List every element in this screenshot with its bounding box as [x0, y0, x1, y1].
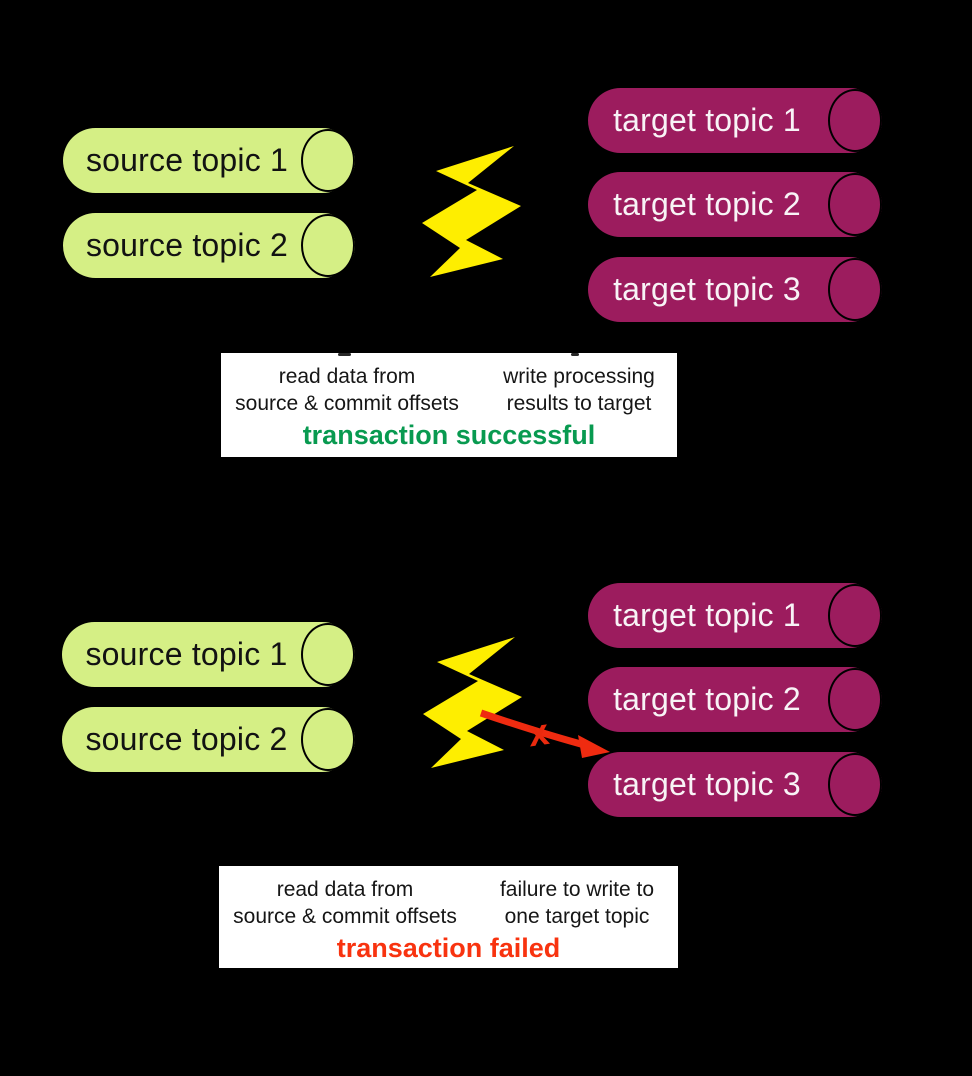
bottom-status-text: transaction failed: [336, 933, 561, 963]
arrow-shaft: [479, 709, 589, 750]
bottom-annotation-box: read data from source & commit offsets f…: [219, 866, 678, 968]
lightning-bolt-icon: [423, 637, 522, 768]
target-topic-3-label: target topic 3: [613, 766, 801, 802]
top-target-topic-1-cylinder: target topic 1: [588, 88, 882, 153]
source-topic-1-label: source topic 1: [85, 636, 288, 672]
target-topic-2-label: target topic 2: [613, 186, 801, 222]
top-note-read: read data from source & commit offsets: [235, 365, 459, 415]
stray-descender-mark: [338, 353, 351, 356]
bottom-target-topic-1-cylinder: target topic 1: [588, 583, 882, 648]
cylinder-end-cap-icon: [301, 623, 355, 686]
source-topic-1-label: source topic 1: [85, 142, 289, 178]
top-annotation-box: read data from source & commit offsets w…: [221, 353, 677, 457]
bottom-source-topic-1-cylinder: source topic 1: [62, 622, 355, 687]
cylinder-end-cap-icon: [828, 173, 882, 236]
target-topic-3-label: target topic 3: [613, 271, 801, 307]
top-target-topic-2-cylinder: target topic 2: [588, 172, 882, 237]
cylinder-end-cap-icon: [301, 214, 355, 277]
top-target-topic-3-cylinder: target topic 3: [588, 257, 882, 322]
cylinder-end-cap-icon: [301, 708, 355, 771]
cylinder-end-cap-icon: [828, 668, 882, 731]
bottom-target-topic-2-cylinder: target topic 2: [588, 667, 882, 732]
lightning-bolt-icon: [422, 146, 521, 277]
source-topic-2-label: source topic 2: [85, 227, 289, 263]
cylinder-end-cap-icon: [828, 753, 882, 816]
top-status-text: transaction successful: [302, 420, 596, 450]
source-topic-2-label: source topic 2: [85, 721, 288, 757]
cylinder-end-cap-icon: [828, 258, 882, 321]
stray-descender-mark: [571, 353, 579, 356]
failure-x-mark: x: [525, 711, 552, 755]
target-topic-1-label: target topic 1: [613, 102, 801, 138]
top-note-write: write processing results to target: [503, 365, 655, 415]
target-topic-1-label: target topic 1: [613, 597, 801, 633]
target-topic-2-label: target topic 2: [613, 681, 801, 717]
top-source-topic-2-cylinder: source topic 2: [63, 213, 355, 278]
cylinder-end-cap-icon: [301, 129, 355, 192]
bottom-note-failure: failure to write to one target topic: [499, 878, 655, 928]
cylinder-end-cap-icon: [828, 584, 882, 647]
bottom-source-topic-2-cylinder: source topic 2: [62, 707, 355, 772]
bottom-target-topic-3-cylinder: target topic 3: [588, 752, 882, 817]
bottom-note-read: read data from source & commit offsets: [233, 878, 457, 928]
cylinder-end-cap-icon: [828, 89, 882, 152]
top-source-topic-1-cylinder: source topic 1: [63, 128, 355, 193]
